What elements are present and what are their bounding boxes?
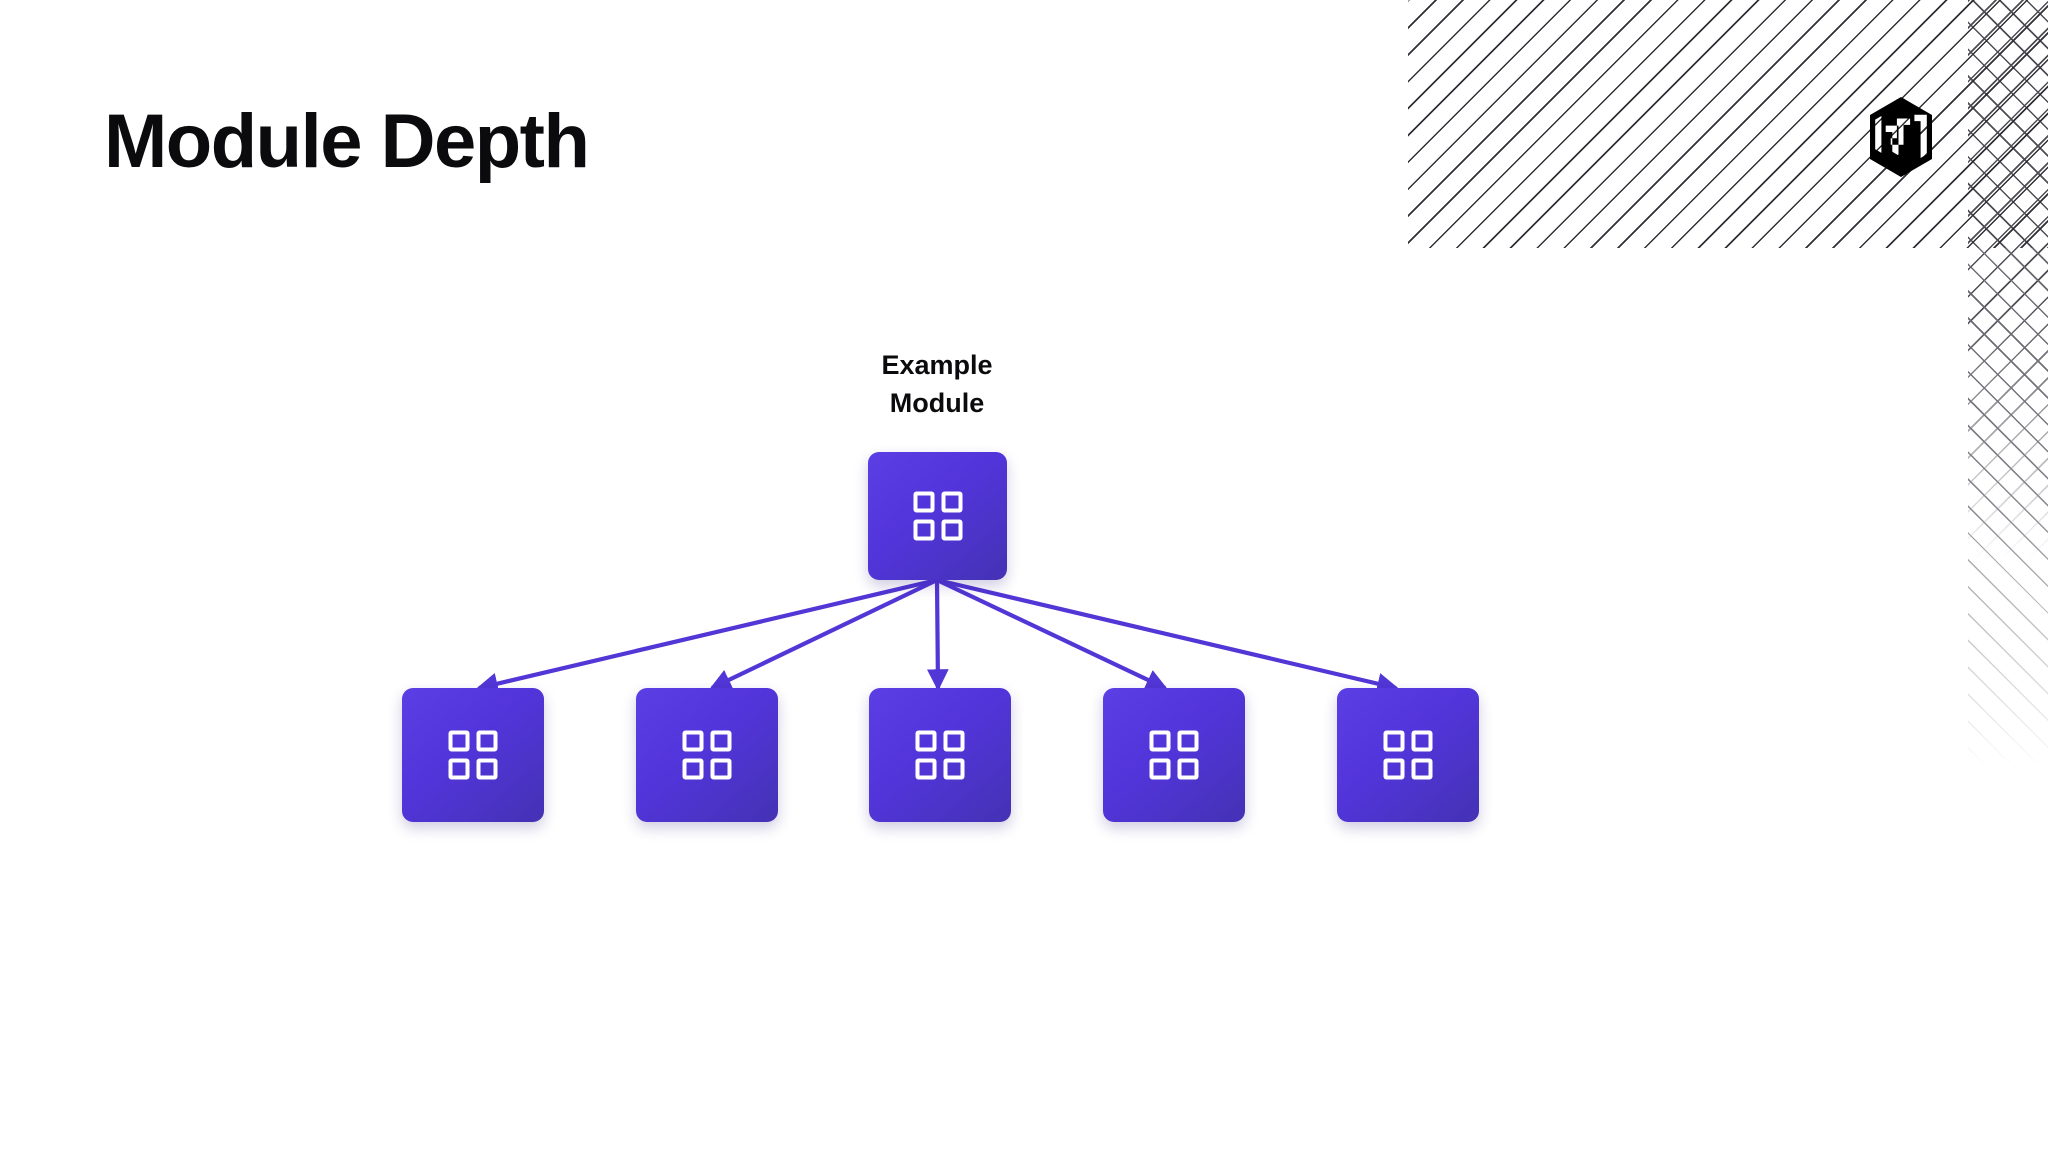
module-tile-child-4[interactable]	[1103, 688, 1245, 822]
module-grid-icon	[915, 730, 965, 780]
module-grid-icon	[913, 491, 962, 541]
module-tile-child-5[interactable]	[1337, 688, 1479, 822]
module-grid-icon	[448, 730, 498, 780]
edge-parent-to-child-2	[709, 578, 938, 690]
page-title: Module Depth	[104, 99, 590, 184]
module-grid-icon	[1383, 730, 1433, 780]
module-grid-icon	[682, 730, 732, 780]
hashicorp-logo	[1870, 97, 1932, 177]
module-tile-parent[interactable]	[868, 452, 1007, 580]
edge-parent-to-child-4	[936, 578, 1168, 690]
module-tile-child-2[interactable]	[636, 688, 778, 822]
parent-node-label: Example Module	[881, 350, 993, 419]
module-grid-icon	[1149, 730, 1199, 780]
edge-parent-to-child-5	[936, 577, 1399, 695]
edge-parent-to-child-1	[476, 577, 938, 695]
module-tile-child-3[interactable]	[869, 688, 1011, 822]
edge-parent-to-child-3	[926, 579, 949, 692]
module-tile-child-1[interactable]	[402, 688, 544, 822]
